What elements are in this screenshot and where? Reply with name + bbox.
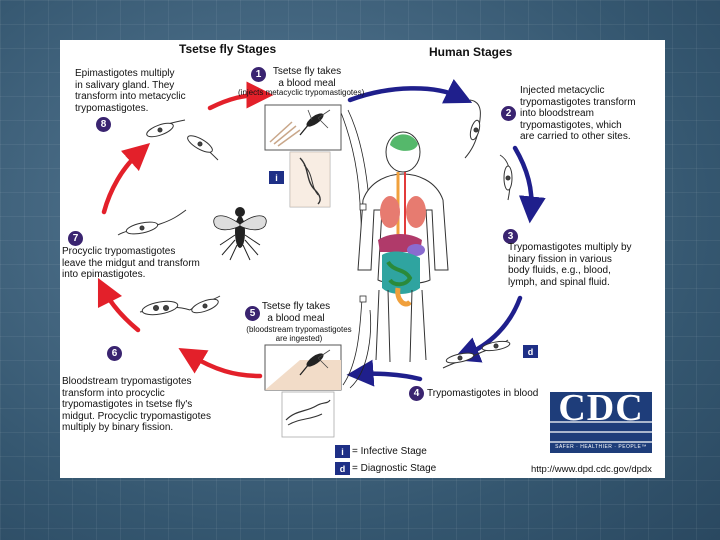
tsetse-fly-illustration — [213, 207, 267, 261]
arrow-3-to-4 — [452, 295, 523, 363]
stage8-parasites — [146, 119, 219, 161]
stage1-parasite-closeup — [289, 151, 331, 208]
stage-2-text: Injected metacyclic trypomastigotes tran… — [520, 85, 636, 142]
stage-5-note: (bloodstream trypomastigotes are ingeste… — [246, 325, 352, 343]
stage-1-text: Tsetse fly takes a blood meal — [272, 66, 342, 89]
infective-stage-badge: i — [269, 171, 284, 184]
stage3-parasites — [499, 154, 513, 201]
stage-1-note: (injects metacyclic trypomastigotes) — [238, 88, 365, 97]
legend-diagnostic-badge: d — [335, 462, 350, 475]
arrow-2-to-3 — [512, 145, 546, 224]
stage-3-text: Trypomastigotes multiply by binary fissi… — [508, 242, 632, 288]
stage1-inset-image — [264, 104, 342, 151]
stage5-parasite-closeup — [281, 391, 335, 438]
arrow-1-to-2 — [347, 78, 473, 104]
stage7-parasite — [117, 209, 187, 236]
human-arrows — [346, 78, 546, 387]
stage5-inset-image — [264, 344, 342, 391]
stage4-parasites — [442, 339, 511, 369]
stage-1-number: 1 — [251, 67, 266, 82]
legend-infective-badge: i — [335, 445, 350, 458]
human-stages-heading: Human Stages — [429, 45, 513, 59]
legend-infective-label: = Infective Stage — [352, 446, 427, 457]
diagnostic-stage-badge: d — [523, 345, 538, 358]
stage-4-number: 4 — [409, 386, 424, 401]
legend-diagnostic-label: = Diagnostic Stage — [352, 463, 437, 474]
lifecycle-diagram: Tsetse fly Stages Human Stages 1 Tsetse … — [60, 40, 665, 478]
stage-6-number: 6 — [107, 346, 122, 361]
tsetse-stages-heading: Tsetse fly Stages — [179, 42, 277, 56]
arrow-6-to-7 — [97, 277, 141, 333]
body-marker-boxes — [359, 203, 367, 303]
arrow-5-to-6 — [178, 348, 263, 379]
arrow-4-to-5 — [346, 359, 423, 387]
stage-8-text: Epimastigotes multiply in salivary gland… — [75, 68, 186, 114]
diagram-graphics — [97, 78, 656, 459]
stage-8-number: 8 — [96, 117, 111, 132]
arrow-8-to-1 — [207, 81, 274, 111]
cdc-logo: CDC — [558, 387, 644, 429]
stage-6-text: Bloodstream trypomastigotes transform in… — [62, 376, 211, 433]
stage6-parasites — [139, 295, 221, 316]
human-body-illustration — [357, 131, 449, 363]
tsetse-arrows — [97, 81, 274, 379]
cdc-logo-graphic — [546, 389, 656, 459]
arrow-7-to-8 — [101, 143, 151, 215]
stage-3-number: 3 — [503, 229, 518, 244]
stage2-parasite — [464, 99, 481, 159]
stage-7-text: Procyclic trypomastigotes leave the midg… — [62, 246, 200, 280]
stage-5-number: 5 — [245, 306, 260, 321]
stage-2-number: 2 — [501, 106, 516, 121]
cdc-tagline: SAFER · HEALTHIER · PEOPLE™ — [555, 444, 647, 450]
stage-7-number: 7 — [68, 231, 83, 246]
stage-4-text: Trypomastigotes in blood — [427, 388, 539, 399]
stage-5-text: Tsetse fly takes a blood meal — [261, 301, 331, 324]
source-url: http://www.dpd.cdc.gov/dpdx — [531, 464, 652, 475]
